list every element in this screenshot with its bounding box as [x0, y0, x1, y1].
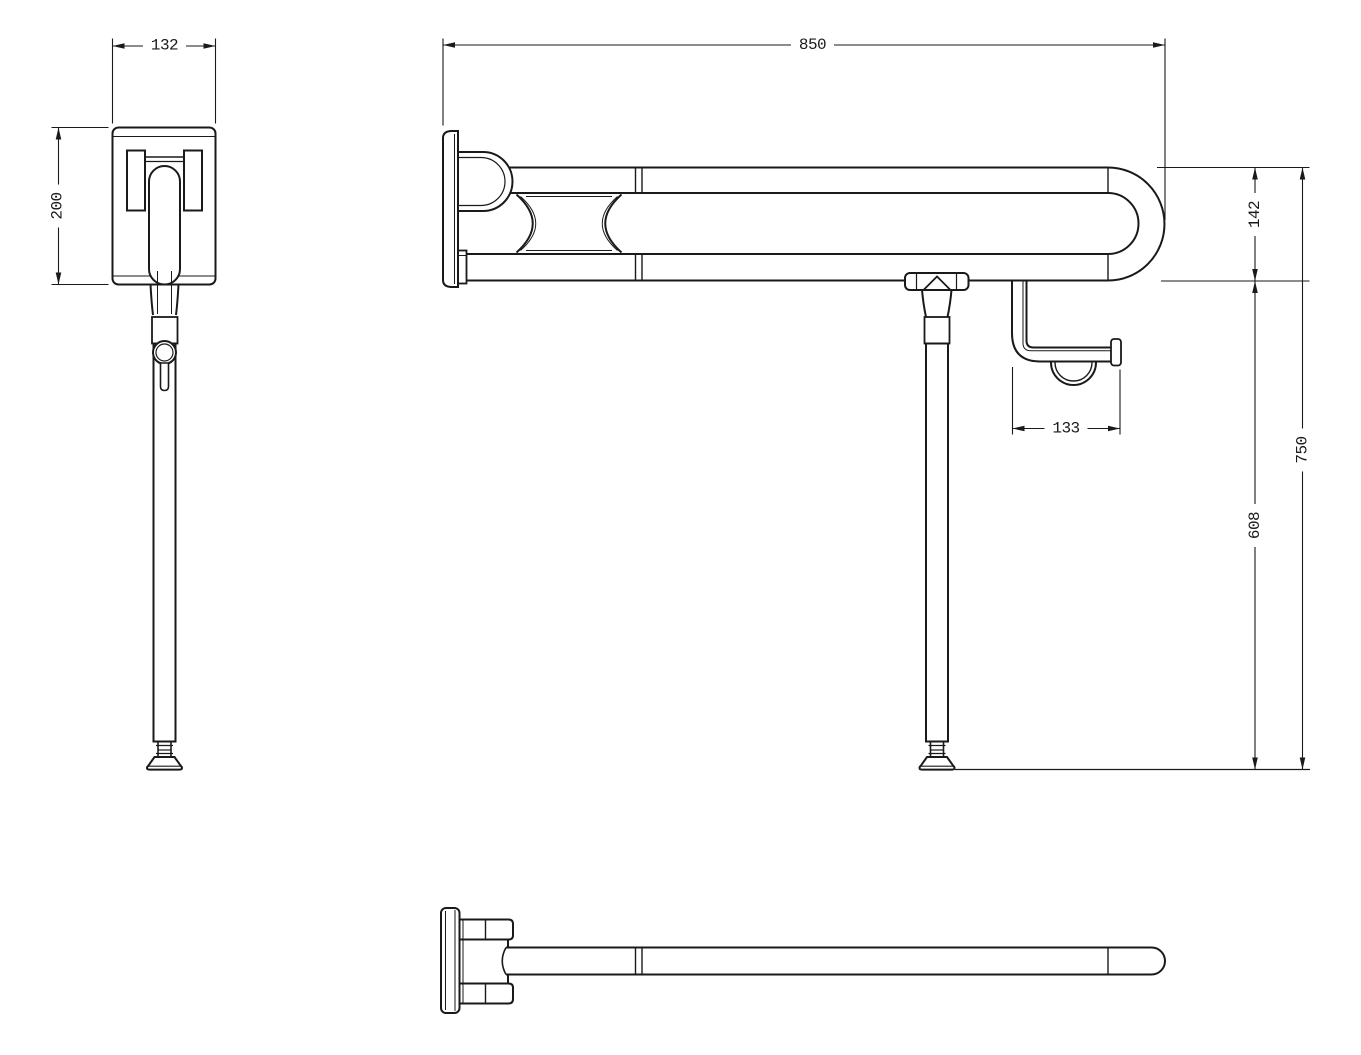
arrowhead	[1252, 269, 1258, 281]
dimension-side-plate-width: 132	[111, 37, 217, 124]
arrowhead	[1299, 757, 1306, 770]
top-mount-blocks	[458, 918, 514, 1005]
arrowhead	[1252, 757, 1258, 770]
arrowhead	[443, 42, 455, 48]
front-leg-bracket	[904, 272, 970, 318]
front-upper-tube	[506, 166, 1109, 194]
arrowhead	[203, 43, 216, 49]
arrowhead	[1252, 281, 1258, 293]
arrowhead	[1012, 425, 1025, 432]
dimension-overall-height: 750	[1294, 167, 1312, 770]
arrowhead	[55, 272, 62, 285]
front-lower-tube	[466, 253, 1109, 282]
dimension-label: 133	[1052, 420, 1079, 438]
top-folded-rail	[501, 946, 1166, 976]
arrowhead	[1299, 167, 1306, 180]
side-adjustable-foot	[146, 740, 183, 771]
dimensions: 132 200 850	[49, 36, 1312, 770]
front-wall-plate	[442, 130, 459, 288]
dimension-label: 608	[1246, 512, 1264, 539]
dimension-roll-holder-offset: 133	[1011, 367, 1121, 438]
front-roll-holder	[1011, 280, 1122, 386]
dimension-label: 132	[151, 37, 178, 55]
top-wall-plate	[440, 907, 461, 1014]
arrowhead	[1252, 167, 1258, 180]
arrowhead	[1108, 425, 1120, 432]
front-support-leg	[918, 316, 1310, 771]
side-rail-end	[148, 165, 181, 316]
dimension-side-plate-height: 200	[49, 126, 109, 286]
side-release-knob	[152, 340, 177, 392]
dimension-leg-drop: 608	[1246, 281, 1264, 770]
arrowhead	[55, 127, 62, 140]
arrowhead	[1153, 42, 1165, 48]
front-hinge-knuckle	[457, 151, 514, 212]
front-adjustable-foot	[918, 741, 956, 771]
side-hinge-blocks	[126, 149, 203, 212]
dimension-label: 850	[799, 36, 826, 54]
front-u-bend	[1107, 166, 1166, 282]
dimension-label: 200	[49, 192, 67, 219]
side-view	[111, 126, 217, 771]
front-view	[442, 130, 1310, 771]
dimension-overall-length: 850	[442, 36, 1166, 220]
front-lower-tube-collar	[457, 249, 468, 285]
top-view	[440, 907, 1166, 1014]
side-support-leg	[146, 316, 183, 771]
arrowhead	[112, 43, 125, 49]
dimension-label: 142	[1246, 201, 1264, 228]
front-hinge-spool	[515, 193, 623, 254]
dimension-rail-depth: 142	[1246, 167, 1264, 281]
dimension-label: 750	[1294, 436, 1312, 463]
